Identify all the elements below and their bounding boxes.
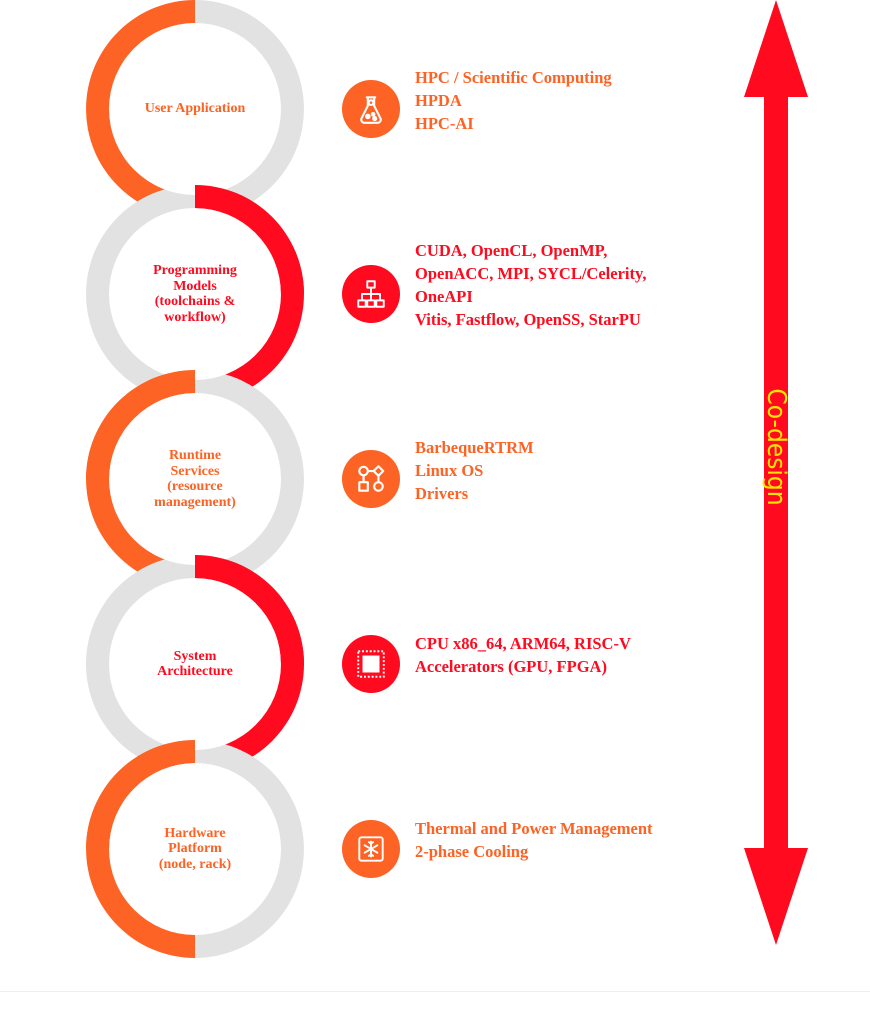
hierarchy-icon bbox=[342, 265, 400, 323]
layer-label-line: User Application bbox=[144, 101, 246, 117]
co-design-double-arrow bbox=[744, 0, 808, 945]
cooling-icon bbox=[342, 820, 400, 878]
layer-technology-item: BarbequeRTRM bbox=[415, 437, 534, 457]
layer-technology-item: 2-phase Cooling bbox=[415, 842, 529, 861]
layer-label-line: (resource bbox=[167, 479, 223, 494]
layer-ring-overlap bbox=[195, 185, 304, 294]
flask-icon bbox=[342, 80, 400, 138]
layer-technology-item: CUDA, OpenCL, OpenMP, bbox=[415, 241, 608, 260]
layer-label-line: Services bbox=[170, 463, 220, 479]
layer-technology-list: Thermal and Power Management 2-phase Cool… bbox=[415, 817, 653, 863]
layer-label-line: management) bbox=[154, 494, 236, 510]
layer-label-line: Hardware bbox=[164, 825, 226, 841]
layer-technology-item: CPU x86_64, ARM64, RISC-V bbox=[415, 634, 631, 653]
layer-label-line: workflow) bbox=[164, 309, 226, 325]
layer-technology-list: CUDA, OpenCL, OpenMP, OpenACC, MPI, SYCL/… bbox=[415, 239, 646, 331]
layer-technology-item: HPC-AI bbox=[415, 113, 474, 133]
layer-label: User Application bbox=[120, 101, 270, 117]
layer-technology-item: OneAPI bbox=[415, 287, 473, 306]
layer-ring-center bbox=[109, 23, 281, 195]
workflow-shapes-icon bbox=[342, 450, 400, 508]
layer-label-line: (node, rack) bbox=[158, 856, 232, 872]
chip-icon bbox=[342, 635, 400, 693]
layer-label-line: (toolchains & bbox=[154, 294, 236, 309]
layer-technology-item: Vitis, Fastflow, OpenSS, StarPU bbox=[415, 310, 641, 329]
footer-divider bbox=[0, 991, 870, 992]
layer-label-line: System bbox=[173, 648, 217, 664]
layer-label-line: Models bbox=[173, 278, 217, 294]
layer-ring-overlap bbox=[86, 370, 195, 479]
layer-technology-list: BarbequeRTRM Linux OS Drivers bbox=[415, 436, 534, 505]
layer-label-line: Programming bbox=[153, 263, 237, 278]
layer-ring-overlap bbox=[195, 555, 304, 664]
layer-chain bbox=[86, 0, 304, 958]
layer-ring-center bbox=[109, 208, 281, 380]
layer-ring-center bbox=[109, 393, 281, 565]
co-design-arrow bbox=[744, 0, 808, 945]
layer-technology-item: Linux OS bbox=[415, 460, 484, 480]
layer-technology-item: HPC / Scientific Computing bbox=[415, 67, 612, 87]
layer-technology-item: Thermal and Power Management bbox=[415, 819, 653, 838]
layer-technology-item: HPDA bbox=[415, 90, 462, 110]
co-design-label: Co-design bbox=[761, 388, 791, 505]
layer-technology-item: Drivers bbox=[415, 483, 469, 503]
layer-ring-center bbox=[109, 578, 281, 750]
layer-label-line: Runtime bbox=[168, 448, 222, 463]
layer-ring-center bbox=[109, 763, 281, 935]
co-design-axis: Co-design bbox=[744, 0, 808, 945]
layer-technology-list: CPU x86_64, ARM64, RISC-V Accelerators (G… bbox=[415, 632, 631, 678]
layer-technology-item: OpenACC, MPI, SYCL/Celerity, bbox=[415, 264, 647, 283]
layer-ring-overlap bbox=[86, 740, 195, 849]
layer-label-line: Architecture bbox=[157, 664, 233, 679]
layer-technology-item: Accelerators (GPU, FPGA) bbox=[415, 657, 607, 676]
layer-label-line: Platform bbox=[168, 841, 222, 857]
